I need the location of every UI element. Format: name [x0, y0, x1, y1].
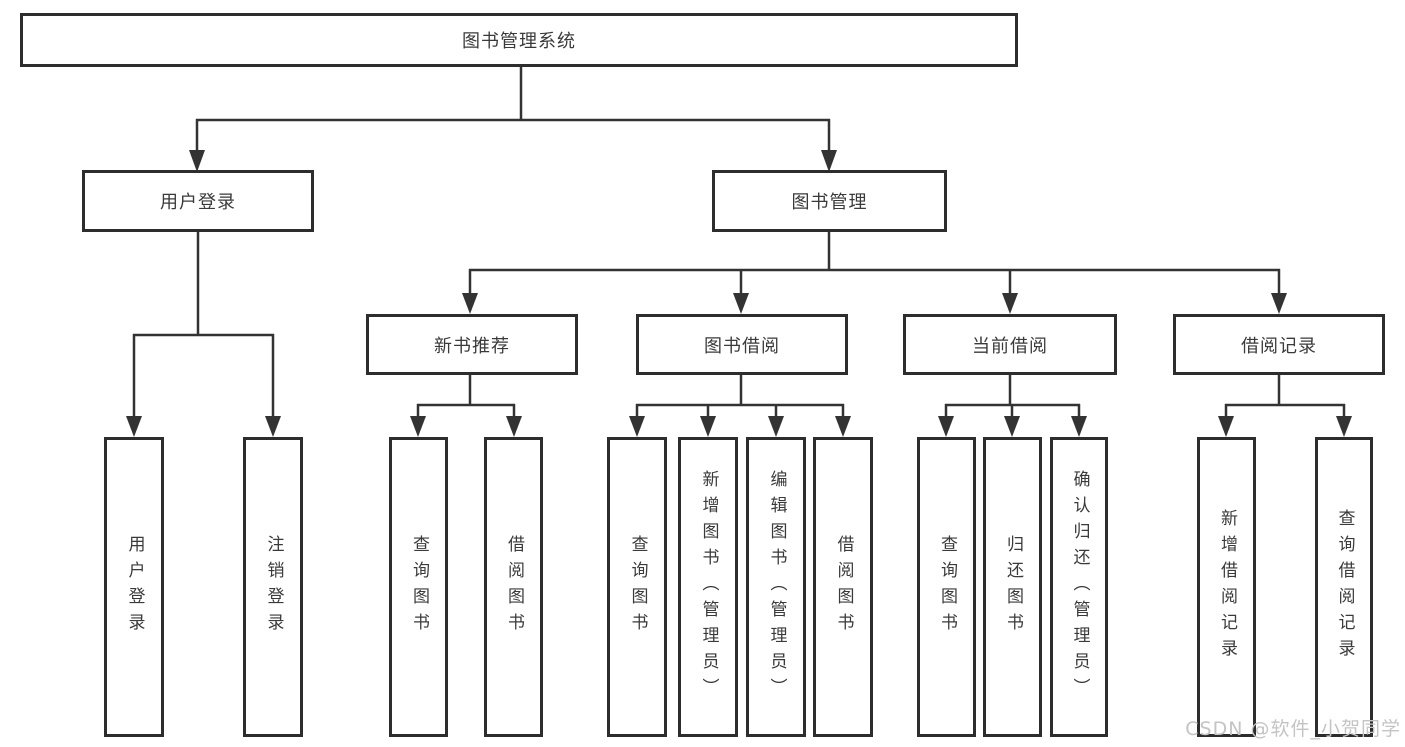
- arrow-down-icon: [126, 416, 142, 437]
- node-label: 查询图书: [627, 535, 648, 639]
- leaf-query-books-recommend: 查询图书: [389, 437, 448, 737]
- node-label: 图书管理: [791, 192, 868, 213]
- arrow-down-icon: [265, 416, 281, 437]
- leaf-query-borrow-record: 查询借阅记录: [1315, 437, 1373, 737]
- arrowheads: [126, 150, 1352, 437]
- arrow-down-icon: [410, 416, 426, 437]
- leaf-return-books: 归还图书: [983, 437, 1042, 737]
- node-label: 借阅图书: [833, 535, 854, 639]
- arrow-down-icon: [821, 150, 837, 172]
- leaf-add-borrow-record: 新增借阅记录: [1197, 437, 1256, 737]
- arrow-down-icon: [506, 416, 522, 437]
- node-label: 编辑图书（管理员）: [766, 470, 787, 704]
- arrow-down-icon: [700, 416, 716, 437]
- connector-user-login: [132, 232, 275, 418]
- arrow-down-icon: [1004, 416, 1020, 437]
- node-label: 新增图书（管理员）: [698, 470, 719, 704]
- arrow-down-icon: [629, 416, 645, 437]
- node-label: 图书借阅: [704, 335, 780, 357]
- node-label: 借阅记录: [1241, 335, 1317, 357]
- node-label: 查询图书: [937, 535, 957, 639]
- leaf-query-books-current: 查询图书: [917, 437, 976, 737]
- node-book-borrow: 图书借阅: [636, 314, 848, 375]
- csdn-watermark: CSDN @软件_小贺同学: [1185, 718, 1401, 740]
- node-borrow-records: 借阅记录: [1173, 314, 1385, 375]
- node-label: 新增借阅记录: [1217, 509, 1237, 665]
- arrow-down-icon: [1071, 416, 1087, 437]
- arrow-down-icon: [1002, 293, 1018, 314]
- node-label: 归还图书: [1003, 535, 1023, 639]
- connector-book-management: [468, 232, 1281, 295]
- node-root: 图书管理系统: [20, 13, 1018, 67]
- node-book-management: 图书管理: [712, 170, 947, 232]
- arrow-down-icon: [189, 150, 205, 172]
- node-user-login: 用户登录: [82, 170, 314, 232]
- node-label: 用户登录: [160, 192, 236, 213]
- leaf-borrow-books-recommend: 借阅图书: [484, 437, 543, 737]
- arrow-down-icon: [733, 293, 749, 314]
- node-label: 借阅图书: [504, 535, 524, 639]
- arrow-down-icon: [462, 293, 478, 314]
- connector-root: [195, 67, 831, 152]
- leaf-edit-books-admin: 编辑图书（管理员）: [746, 437, 806, 737]
- connector-borrow-records: [1224, 375, 1346, 418]
- node-label: 图书管理系统: [462, 31, 576, 52]
- arrow-down-icon: [1218, 416, 1234, 437]
- node-label: 确认归还（管理员）: [1069, 470, 1090, 704]
- leaf-user-login: 用户登录: [104, 437, 164, 737]
- node-label: 新书推荐: [434, 335, 510, 357]
- node-label: 查询借阅记录: [1334, 509, 1355, 665]
- node-label: 用户登录: [124, 535, 145, 639]
- leaf-logout: 注销登录: [243, 437, 303, 737]
- arrow-down-icon: [938, 416, 954, 437]
- connector-current-borrow: [944, 375, 1081, 418]
- leaf-borrow-books: 借阅图书: [813, 437, 873, 737]
- node-label: 查询图书: [409, 535, 429, 639]
- arrow-down-icon: [1271, 293, 1287, 314]
- node-new-book-recommend: 新书推荐: [366, 314, 578, 375]
- arrow-down-icon: [1336, 416, 1352, 437]
- node-label: 当前借阅: [972, 335, 1048, 357]
- leaf-query-books-borrow: 查询图书: [607, 437, 667, 737]
- leaf-add-books-admin: 新增图书（管理员）: [678, 437, 738, 737]
- connector-book-borrow: [635, 375, 845, 418]
- arrow-down-icon: [768, 416, 784, 437]
- node-label: 注销登录: [263, 535, 284, 639]
- arrow-down-icon: [835, 416, 851, 437]
- connector-new-book: [416, 375, 516, 418]
- leaf-confirm-return-admin: 确认归还（管理员）: [1050, 437, 1108, 737]
- node-current-borrow: 当前借阅: [903, 314, 1117, 375]
